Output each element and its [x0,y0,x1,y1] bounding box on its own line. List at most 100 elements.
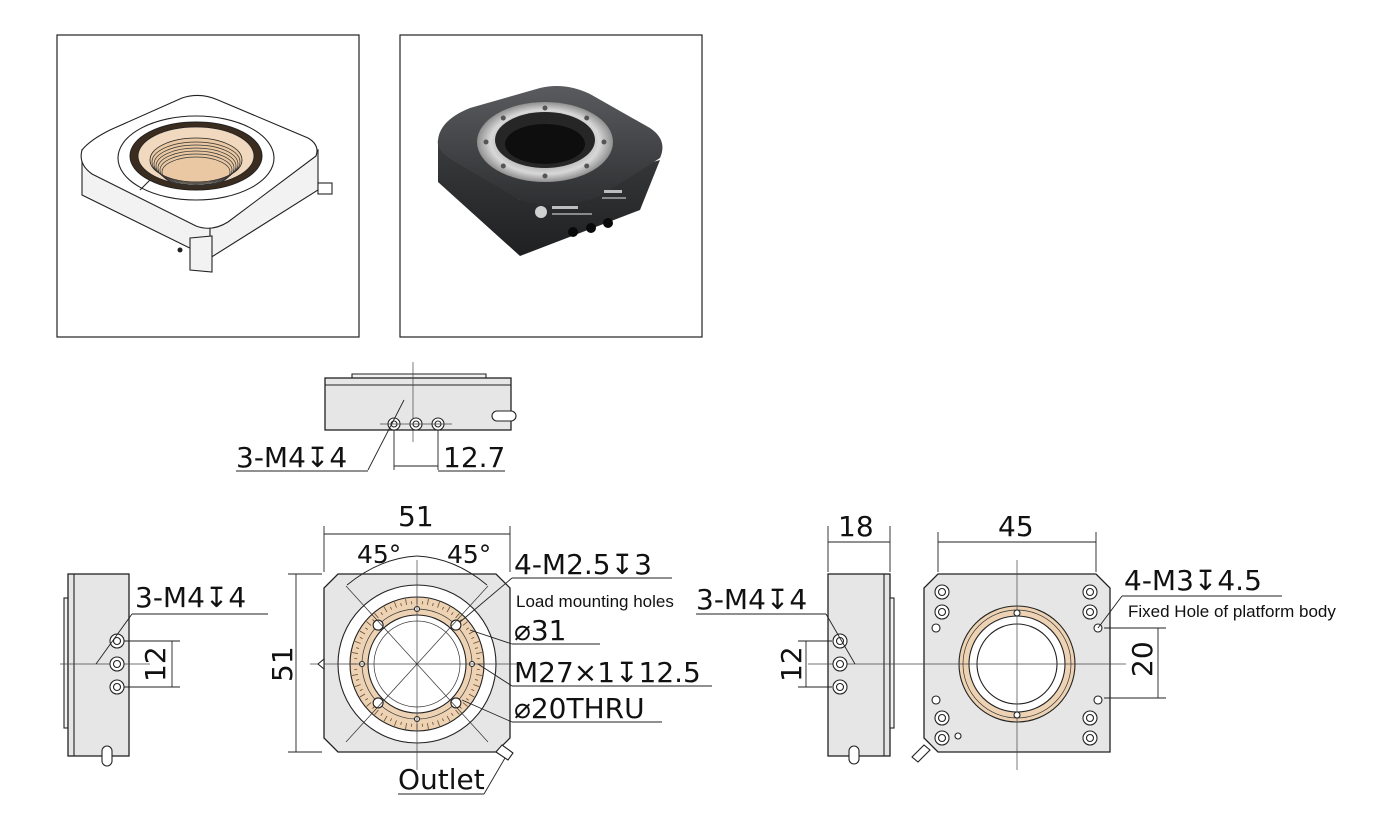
thread-line [161,156,231,188]
scale-tick [474,679,478,681]
main-thread-label: M27×1↧12.5 [514,656,701,689]
left-holes-label: 3-M4↧4 [135,581,246,614]
left-side-view: 3-M4↧4 12 [60,573,268,767]
scale-tick [405,723,407,730]
load-hole [372,697,384,709]
ring-pin [1013,609,1021,617]
ring-dot [601,139,607,145]
scale-tick [427,598,429,605]
scale-tick [473,641,480,644]
thread-line [153,144,239,184]
scale-tick [473,684,480,687]
scale-tick [366,621,372,626]
scale-tick [474,647,478,649]
scale-tick [451,712,454,716]
fixed-hole [1093,695,1103,705]
scale-tick [451,612,454,616]
ring-dot [500,163,506,169]
scale-tick [374,613,379,619]
ring-dot [500,115,506,121]
scale-tick [471,637,475,640]
counterbore-inner [1085,587,1095,597]
scale-tick [365,627,369,630]
top-side-view: 3-M4↧4 12.7 [236,362,517,474]
scale-tick [351,674,358,676]
scale-tick [356,679,360,681]
scale-tick [400,721,402,725]
scale-tick [400,603,402,607]
scale-tick [455,709,460,715]
scale-tick [437,601,440,608]
ring-pin [1013,711,1021,719]
scale-tick [405,598,407,605]
ring-dot [542,173,548,179]
scale-tick [356,647,360,649]
scale-tick [383,606,388,613]
front-height-label: 51 [266,646,299,682]
scale-tick [380,612,383,616]
load-mounting-holes [358,605,476,723]
scale-tick [471,688,475,691]
thru-diameter-label: ⌀20THRU [514,692,645,725]
right-side-width-label: 18 [838,510,874,543]
scale-tick [455,613,460,619]
counterbore-inner [1085,713,1095,723]
right-side-view: 18 3-M4↧4 12 [696,510,906,765]
scale-tick [366,702,372,707]
ring-dot [584,163,590,169]
scale-tick [390,606,393,610]
left-spacing-label: 12 [139,646,172,682]
load-thread-label: 4-M2.5↧3 [514,548,652,581]
bottom-view: 45 4-M3↧4.5 Fixed Hole of platform body … [906,510,1336,770]
scale-tick [441,606,444,610]
angle-left-label: 45° [357,540,401,569]
scale-tick [354,684,361,687]
scale-tick [465,698,469,701]
scale-tick [359,630,366,635]
scale-tick [437,720,440,727]
scale-tick [394,720,397,727]
scale-tick [359,693,366,698]
counterbore-inner [937,587,947,597]
fixed-hole [931,695,941,705]
side-spacing-label: 12.7 [443,441,505,474]
scale-tick [462,621,468,626]
scale-tick [354,641,361,644]
scale-tick [446,606,451,613]
thread-line [151,141,241,183]
ring-dot [584,115,590,121]
scale-tick [427,723,429,730]
counterbore-inner [1085,607,1095,617]
scale-tick [383,715,388,722]
scale-tick [468,693,475,698]
counterbore-inner [937,607,947,617]
thread-line [155,147,237,185]
scale-tick [380,712,383,716]
scale-tick [446,715,451,722]
scale-tick [390,718,393,722]
thread-lines [151,141,241,188]
right-spacing-label: 12 [775,646,808,682]
side-holes-label: 3-M4↧4 [236,441,347,474]
angle-right-label: 45° [447,540,491,569]
front-top-view: 51 51 45° 45° 4-M2.5↧3 Load mounting hol… [266,500,712,796]
outer-diameter-label: ⌀31 [514,614,567,647]
load-hole [372,619,384,631]
scale-tick [351,652,358,654]
scale-tick [476,652,483,654]
scale-tick [476,674,483,676]
fixed-desc-label: Fixed Hole of platform body [1128,602,1336,621]
scale-tick [432,603,434,607]
outlet-label: Outlet [398,763,485,796]
bottom-spacing-label: 20 [1126,641,1159,677]
scale-tick [465,627,469,630]
counterbore-inner [937,733,947,743]
fixed-hole [931,623,941,633]
scale-tick [359,637,363,640]
fixed-holes [931,584,1103,746]
scale-tick [374,709,379,715]
bottom-width-label: 45 [998,510,1034,543]
load-hole [450,619,462,631]
thread-line [157,150,235,186]
